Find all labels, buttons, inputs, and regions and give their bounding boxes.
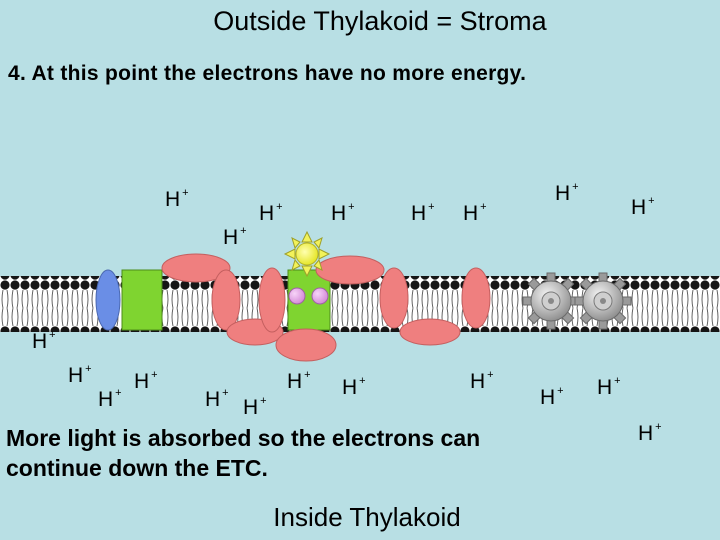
hydrogen-ion: H+ <box>259 202 283 224</box>
pink-protein <box>400 319 460 345</box>
hydrogen-ion: H+ <box>223 226 247 248</box>
photosystem-ii <box>122 270 162 330</box>
hydrogen-ion: H+ <box>98 388 122 410</box>
hydrogen-ion: H+ <box>411 202 435 224</box>
hydrogen-ion: H+ <box>555 182 579 204</box>
hydrogen-ion: H+ <box>463 202 487 224</box>
electron-icon <box>289 288 305 304</box>
hydrogen-ion: H+ <box>597 376 621 398</box>
explanation-text: More light is absorbed so the electrons … <box>6 423 480 483</box>
hydrogen-ion: H+ <box>470 370 494 392</box>
gear-icon <box>523 273 579 329</box>
explanation-line: More light is absorbed so the electrons … <box>6 423 480 453</box>
gear-icon <box>575 273 631 329</box>
hydrogen-ion: H+ <box>165 188 189 210</box>
pink-protein <box>276 329 336 361</box>
hydrogen-ion: H+ <box>342 376 366 398</box>
hydrogen-ion: H+ <box>68 364 92 386</box>
electron-icon <box>312 288 328 304</box>
pink-protein <box>316 256 384 284</box>
pink-protein <box>259 268 285 332</box>
pink-protein <box>380 268 408 328</box>
hydrogen-ion: H+ <box>331 202 355 224</box>
explanation-line: continue down the ETC. <box>6 453 480 483</box>
hydrogen-ion: H+ <box>631 196 655 218</box>
blue-protein <box>96 270 120 330</box>
inside-thylakoid-label: Inside Thylakoid <box>0 502 720 533</box>
pink-protein <box>212 270 240 330</box>
hydrogen-ion: H+ <box>134 370 158 392</box>
hydrogen-ion: H+ <box>32 330 56 352</box>
hydrogen-ion: H+ <box>638 422 662 444</box>
hydrogen-ion: H+ <box>540 386 564 408</box>
hydrogen-ion: H+ <box>243 396 267 418</box>
hydrogen-ion: H+ <box>205 388 229 410</box>
pink-protein <box>462 268 490 328</box>
hydrogen-ion: H+ <box>287 370 311 392</box>
